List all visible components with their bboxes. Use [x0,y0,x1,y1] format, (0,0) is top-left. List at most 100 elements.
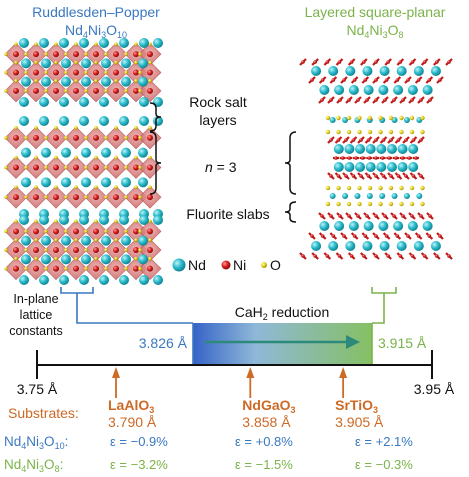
ni-atom [73,265,79,272]
ni-atom [329,214,333,218]
o-atom [54,79,58,83]
o-atom [4,165,8,170]
ni-atom [13,265,19,272]
ni-atom [411,174,416,178]
nd-atom [379,66,390,76]
ni-atom [113,51,119,58]
o-atom [74,238,78,242]
ni-atom [13,247,19,253]
nd-atom [344,144,355,154]
nd-atom [386,162,397,172]
ni-atom [389,138,393,142]
ni-atom [374,78,378,82]
o-atom [138,248,142,252]
nd-atom [139,215,149,225]
o-atom [94,42,98,46]
ni-atom [93,164,99,171]
ni-atom [73,87,79,94]
nd-atom [355,162,366,172]
o-atom [104,266,108,271]
ni-atom [93,69,99,76]
ni-atom [133,87,139,94]
nd-atom [99,38,109,48]
nd-atom [21,254,31,265]
planar-formula: Nd4Ni3O8 [346,22,403,40]
o-atom [14,238,18,242]
ni-atom [344,138,348,142]
ni-atom [113,164,119,171]
ni-atom [73,164,79,171]
ni-atom [386,60,390,64]
o-atom [94,256,98,261]
o-atom [134,60,138,65]
nd-atom [138,76,148,87]
o-atom [64,136,68,140]
rp-strain-laalo3: ε = −0.9% [110,434,168,449]
nd-atom [61,235,71,246]
o-atom [124,70,128,75]
ni-atom [320,78,325,82]
o-atom [64,229,68,234]
o-atom [367,115,373,121]
o-atom [104,248,108,252]
nd-atom [19,116,29,126]
ni-atom [53,69,59,76]
ni-atom [384,78,389,82]
nd-atom [61,58,71,69]
reduction-arrow [205,335,360,349]
nd-atom [101,235,111,246]
nd-atom [365,144,376,154]
ni-atom [331,78,336,82]
o-atom [84,248,88,252]
ni-atom [362,254,366,258]
nd-atom [21,58,31,69]
o-atom [336,185,341,191]
ni-atom [53,51,59,58]
nd-atom [138,58,148,69]
ni-atom [427,78,432,82]
ni-atom [395,78,400,82]
o-atom [148,42,152,46]
ni-atom [410,254,415,258]
o-atom [357,115,362,121]
ni-atom [367,156,372,160]
o-atom [54,155,58,160]
nd-atom [153,38,163,48]
ni-atom-icon [221,260,231,270]
o-atom [409,115,415,121]
nd-atom [345,66,356,76]
ni-atom [113,265,119,272]
nd-atom [311,241,322,251]
o-atom [378,115,383,121]
ni-atom [419,174,423,178]
ni-atom [73,51,79,58]
o-atom [420,129,425,135]
ni-atom [147,194,153,201]
substrate-name: NdGaO3 [242,397,295,415]
o-atom [336,129,341,135]
ni-atom [336,174,341,178]
o-atom [14,79,18,83]
ni-atom [360,156,365,160]
o-atom [54,185,58,189]
nd-atom [319,221,330,231]
nd-atom [119,97,129,107]
nd-atom [59,97,69,107]
o-atom [134,219,138,224]
ni-atom [133,194,139,201]
o-atom [74,155,78,160]
nd-atom [329,193,336,199]
ni-atom [13,194,19,201]
ni-atom [147,247,153,253]
o-atom [336,115,341,121]
o-atom [24,70,28,75]
planar-n3-brace [284,131,297,195]
nd-atom [59,116,69,126]
o-atom [4,195,8,199]
nd-atom [81,177,91,188]
nd-atom [79,97,89,107]
o-atom [138,266,142,271]
ni-atom [411,138,416,142]
ni-atom [374,138,378,142]
